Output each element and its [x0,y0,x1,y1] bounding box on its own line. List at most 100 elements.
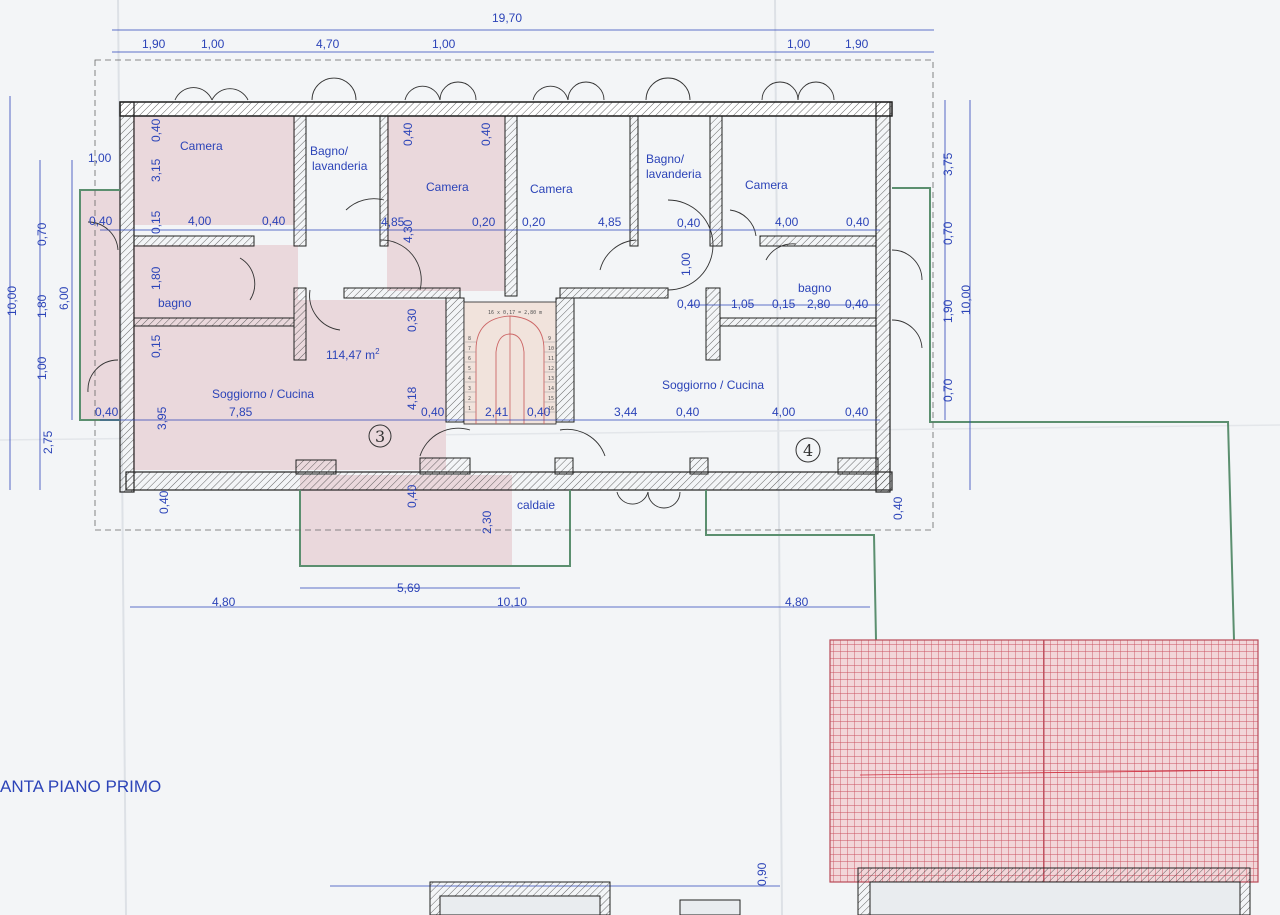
dim-v: 0,30 [405,308,419,332]
dim: 4,80 [212,595,236,609]
stair-note: 16 x 0,17 = 2,80 m [488,310,542,316]
dim: 0,40 [677,216,701,230]
dim-top: 1,00 [432,37,456,51]
dim: 5,69 [397,581,421,595]
stair-step-number: 12 [548,366,554,372]
unit-3-marker [368,424,392,448]
stair-step-number: 16 [548,406,554,412]
dim: 0,40 [527,405,551,419]
room-soggiorno-2: Soggiorno / Cucina [662,378,764,392]
room-bagno-lavanderia-2: Bagno/ [646,152,685,166]
dim-top: 1,00 [787,37,811,51]
dim-v: 3,95 [155,406,169,430]
dim-top: 1,00 [201,37,225,51]
dim: 4,80 [785,595,809,609]
dim-v: 10,00 [959,285,973,315]
stair-step-number: 10 [548,346,554,352]
dim-v: 0,40 [479,122,493,146]
dim-total-top: 19,70 [492,11,522,25]
unit-3-interior [80,115,512,565]
dim: 4,00 [188,214,212,228]
dim: 4,85 [598,215,622,229]
stair-step-number: 5 [468,366,471,372]
dim: 0,20 [522,215,546,229]
unit-4-number: 4 [803,441,813,460]
dim-v: 4,30 [401,219,415,243]
stair-step-number: 11 [548,356,554,362]
dim-v: 0,40 [405,484,419,508]
dim: 7,85 [229,405,253,419]
dimension-labels-vertical: 10,00 0,70 1,80 1,00 2,75 6,00 0,40 3,15… [5,118,973,886]
stair-step-number: 4 [468,376,471,382]
dimension-lines [9,29,971,608]
dim: 4,00 [775,215,799,229]
dim-v: 1,00 [35,356,49,380]
dim: 0,40 [845,297,869,311]
unit-4-marker [795,437,821,463]
room-caldaie: caldaie [517,498,555,512]
dim: 0,40 [677,297,701,311]
stair-step-number: 15 [548,396,554,402]
dim-v: 0,40 [149,118,163,142]
stair-step-number: 13 [548,376,554,382]
dim-top: 1,90 [142,37,166,51]
room-camera-3: Camera [530,182,573,196]
dim: 0,40 [95,405,119,419]
drawing-title: ANTA PIANO PRIMO [0,777,161,796]
dim: 1,05 [731,297,755,311]
outer-walls [119,101,893,493]
stair-step-number: 9 [548,336,551,342]
room-bagno-2: bagno [798,281,832,295]
room-camera-4: Camera [745,178,788,192]
dim-v: 1,80 [149,266,163,290]
stair-step-number: 1 [468,406,471,412]
dim: 0,40 [89,214,113,228]
dim-v: 3,75 [941,152,955,176]
stair-step-number: 2 [468,396,471,402]
room-camera-1: Camera [180,139,223,153]
dim: 1,00 [88,151,112,165]
dim: 0,15 [772,297,796,311]
unit-area: 114,47 m2 [326,347,380,362]
dim: 3,44 [614,405,638,419]
dim-v: 3,15 [149,158,163,182]
dim: 2,41 [485,405,509,419]
room-bagno-lavanderia-1-line2: lavanderia [312,159,368,173]
dim-top: 4,70 [316,37,340,51]
dim: 0,40 [845,405,869,419]
dim-top: 1,90 [845,37,869,51]
doors-windows [87,77,923,509]
dim: 0,20 [472,215,496,229]
dim-v: 4,18 [405,386,419,410]
dimension-labels: 19,70 1,90 1,00 4,70 1,00 1,00 1,90 1,00… [88,11,870,609]
dim-v: 2,75 [41,430,55,454]
dim: 0,40 [676,405,700,419]
dim-v: 0,70 [35,222,49,246]
dim: 4,00 [772,405,796,419]
dim-v: 0,15 [149,334,163,358]
stair-step-number: 3 [468,386,471,392]
stair-step-number: 14 [548,386,554,392]
room-soggiorno-1: Soggiorno / Cucina [212,387,314,401]
dim: 10,10 [497,595,527,609]
dim-v: 0,70 [941,221,955,245]
dim-v: 0,40 [157,490,171,514]
dim-v: 0,90 [755,862,769,886]
dim-v: 0,40 [401,122,415,146]
dim-v: 0,15 [149,210,163,234]
unit-3-number: 3 [375,427,385,446]
dim: 0,40 [421,405,445,419]
dim-v: 2,30 [480,510,494,534]
room-bagno-lavanderia-2-line2: lavanderia [646,167,702,181]
room-bagno-lavanderia-1: Bagno/ [310,144,349,158]
dim-v: 10,00 [5,286,19,316]
dim-v: 1,00 [679,252,693,276]
dim-v: 1,80 [35,294,49,318]
dim-v: 0,70 [941,378,955,402]
dim: 0,40 [846,215,870,229]
room-bagno-1: bagno [158,296,192,310]
dim-v: 1,90 [941,299,955,323]
stair-step-number: 8 [468,336,471,342]
